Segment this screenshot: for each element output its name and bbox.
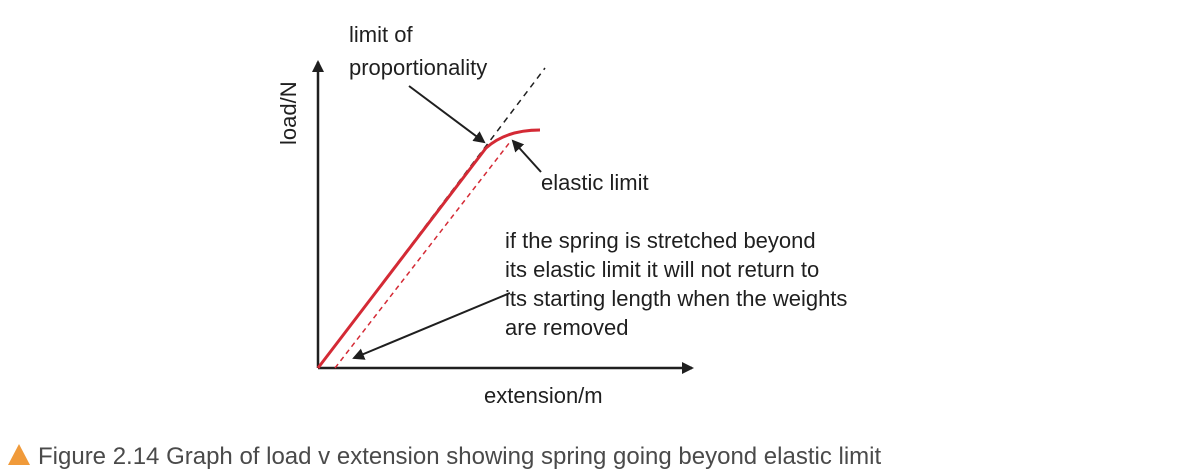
figure-caption: Figure 2.14 Graph of load v extension sh… xyxy=(38,443,881,470)
x-axis-label: extension/m xyxy=(484,383,603,408)
elastic-limit-label: elastic limit xyxy=(541,170,649,195)
note-arrow xyxy=(352,292,511,360)
y-axis-label: load/N xyxy=(276,81,301,145)
elastic-limit-arrow xyxy=(511,139,542,173)
elastic-limit-note: if the spring is stretched beyond its el… xyxy=(505,228,854,340)
loading-curve xyxy=(316,128,541,369)
limit-of-proportionality-label: limit of proportionality xyxy=(349,22,487,80)
limit-of-proportionality-arrow xyxy=(408,85,486,144)
caption-triangle-icon xyxy=(8,444,30,465)
unloading-line xyxy=(334,141,511,369)
